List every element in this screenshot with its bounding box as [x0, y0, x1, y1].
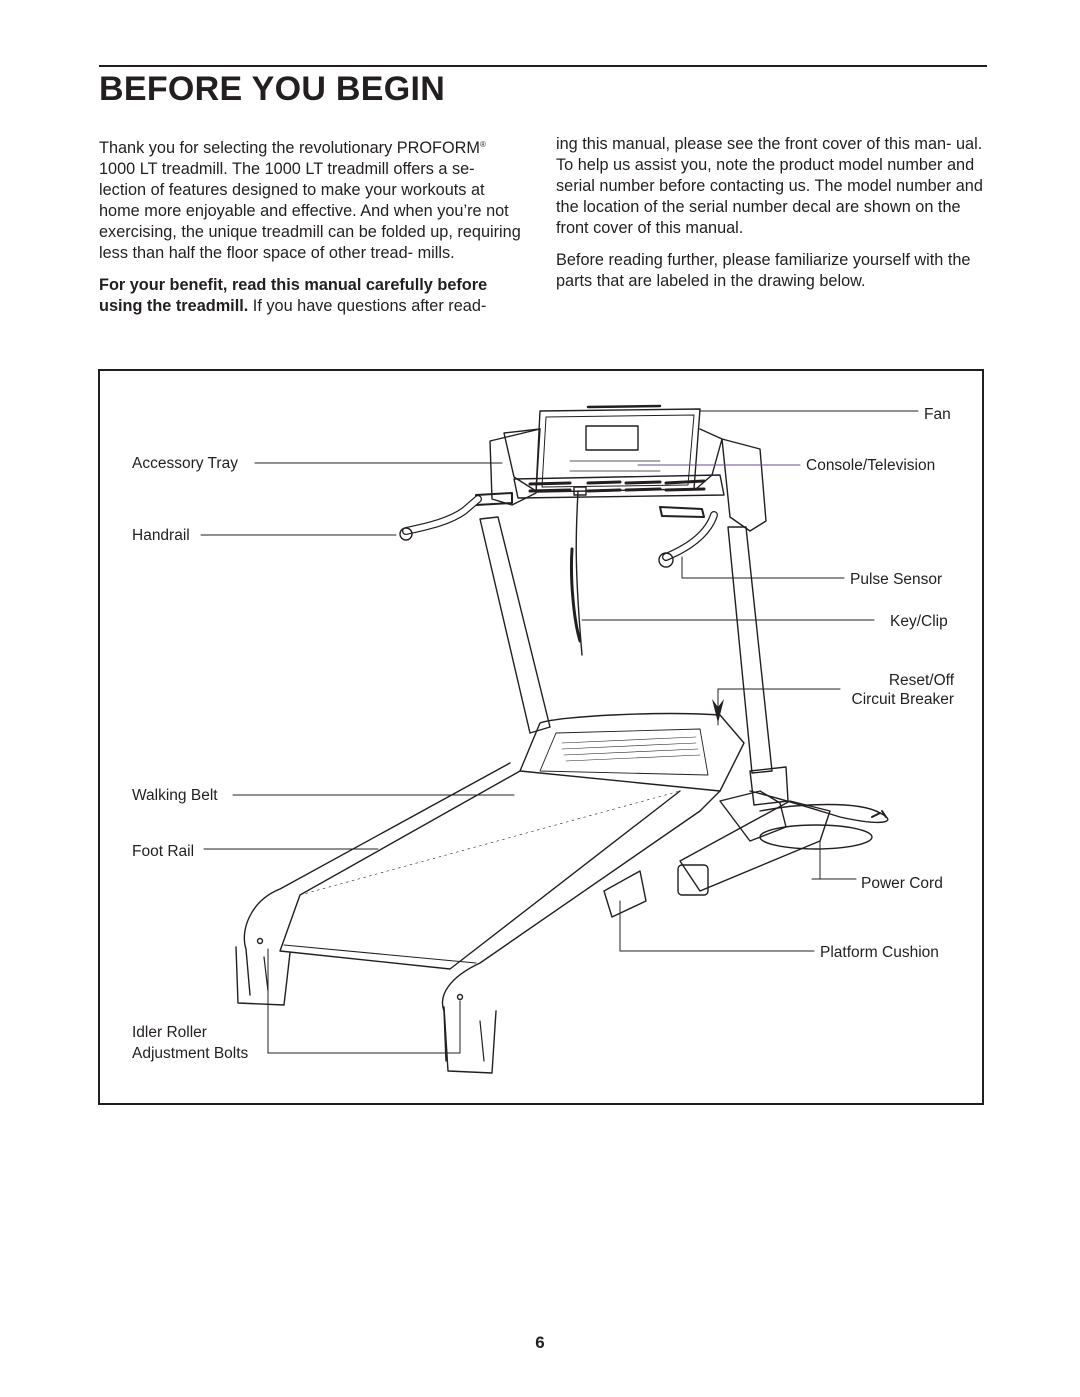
label-fan: Fan: [924, 406, 951, 423]
label-walking-belt: Walking Belt: [132, 787, 218, 804]
page-number: 6: [535, 1333, 545, 1352]
treadmill-diagram: Fan Accessory Tray Console/Television Ha…: [98, 369, 984, 1105]
label-reset-off: Reset/Off: [888, 672, 954, 689]
intro-paragraph-2: For your benefit, read this manual caref…: [99, 275, 525, 317]
handrail-icon: [399, 495, 718, 568]
motor-housing-icon: [603, 790, 831, 918]
label-power-cord: Power Cord: [861, 875, 943, 892]
key-clip-icon: [569, 486, 587, 656]
header-rule: [99, 65, 987, 67]
intro-p2-bold: For your benefit, read this manual caref…: [99, 276, 488, 315]
deck-icon: [235, 712, 745, 1074]
label-adjustment-bolts: Adjustment Bolts: [132, 1045, 249, 1062]
intro-p1-text: Thank you for selecting the revolutionar…: [99, 139, 480, 157]
intro-paragraph-3: Before reading further, please familiari…: [556, 251, 971, 290]
label-circuit-breaker: Circuit Breaker: [851, 691, 955, 708]
label-handrail: Handrail: [132, 527, 190, 544]
label-foot-rail: Foot Rail: [132, 843, 195, 860]
registered-mark: ®: [479, 140, 486, 149]
label-key-clip: Key/Clip: [890, 613, 948, 630]
power-cord-icon: [749, 790, 889, 850]
page-title: BEFORE YOU BEGIN: [99, 70, 446, 108]
label-accessory-tray: Accessory Tray: [132, 455, 238, 472]
leader-lines: [200, 410, 919, 1054]
label-idler-roller: Idler Roller: [132, 1024, 207, 1041]
label-console-television: Console/Television: [806, 457, 936, 474]
treadmill-drawing: [200, 404, 919, 1074]
label-pulse-sensor: Pulse Sensor: [850, 571, 943, 588]
upright-icon: [479, 516, 789, 806]
intro-right-column: ing this manual, please see the front co…: [556, 134, 992, 303]
intro-paragraph-1: Thank you for selecting the revolutionar…: [99, 134, 525, 264]
circuit-breaker-arrow: [712, 699, 724, 723]
intro-p1-text-cont: 1000 LT treadmill. The 1000 LT treadmill…: [99, 160, 521, 262]
intro-p2-text: If you have questions after read-: [248, 297, 487, 315]
intro-left-column: Thank you for selecting the revolutionar…: [99, 134, 525, 328]
console-icon: [475, 404, 767, 532]
label-platform-cushion: Platform Cushion: [820, 944, 939, 961]
intro-p2-continued: ing this manual, please see the front co…: [556, 135, 983, 237]
